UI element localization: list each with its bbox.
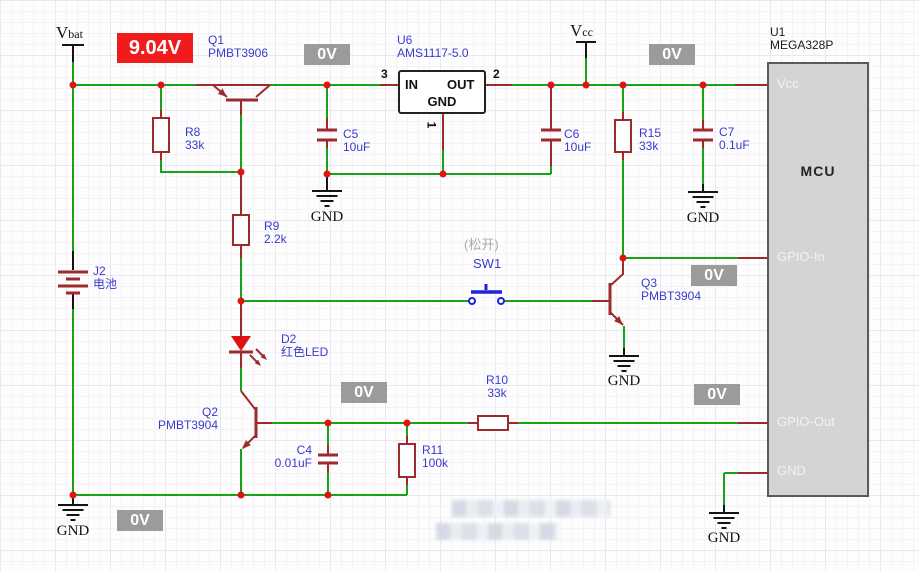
capacitor-C6[interactable]: [541, 85, 561, 166]
mcu-U1[interactable]: [735, 62, 869, 497]
voltage-probe-0v: 0V: [649, 44, 695, 65]
voltage-probe-vbat: 9.04V: [117, 33, 193, 63]
label-SW1-state: (松开): [464, 237, 499, 252]
transistor-Q1[interactable]: [196, 84, 271, 115]
watermark: [436, 523, 558, 540]
power-gnd-stubs: [62, 41, 725, 513]
watermark: [452, 500, 610, 517]
capacitor-C4[interactable]: [318, 445, 338, 473]
net-label-vcc: Vcc: [570, 21, 593, 40]
transistor-Q2[interactable]: [240, 390, 272, 449]
mcu-pin-gnd: GND: [777, 463, 806, 478]
u6-pin-in: IN: [405, 77, 418, 92]
gnd-label: GND: [686, 210, 720, 226]
gnd-label: GND: [310, 209, 344, 225]
net-wires: [72, 58, 738, 505]
label-SW1: SW1: [473, 256, 502, 271]
u6-pin-gnd: GND: [427, 94, 457, 109]
pushbutton-SW1[interactable]: [468, 284, 505, 305]
gnd-label: GND: [707, 530, 741, 546]
regulator-U6[interactable]: [380, 70, 512, 150]
resistor-R10[interactable]: [468, 415, 518, 431]
voltage-probe-0v: 0V: [691, 265, 737, 286]
mcu-pin-gpio-out: GPIO-Out: [777, 414, 835, 429]
u6-pin-number-2: 2: [493, 67, 500, 81]
u6-pin-number-3: 3: [381, 67, 388, 81]
voltage-probe-0v: 0V: [694, 384, 740, 405]
voltage-probe-0v: 0V: [341, 382, 387, 403]
mcu-pin-vcc: Vcc: [777, 76, 799, 91]
gnd-label: GND: [607, 373, 641, 389]
capacitor-C5[interactable]: [317, 118, 337, 148]
gnd-symbol: [58, 190, 739, 529]
net-label-vbat: Vbat: [56, 23, 83, 42]
transistor-Q3[interactable]: [592, 258, 624, 326]
led-D2[interactable]: [229, 303, 267, 368]
voltage-probe-0v: 0V: [304, 44, 350, 65]
u6-pin-number-1: 1: [424, 121, 439, 129]
u6-pin-out: OUT: [447, 77, 475, 92]
junction-dots: [69, 81, 707, 499]
mcu-body-label: MCU: [800, 163, 836, 179]
mcu-pin-gpio-in: GPIO-In: [777, 249, 825, 264]
battery-J2[interactable]: [58, 270, 88, 295]
gnd-label: GND: [56, 523, 90, 539]
resistor-R9[interactable]: [232, 174, 250, 258]
voltage-probe-0v: 0V: [117, 510, 163, 531]
capacitor-C7[interactable]: [693, 120, 713, 148]
resistor-R15[interactable]: [614, 112, 632, 160]
resistor-R11[interactable]: [398, 436, 416, 485]
resistor-R8[interactable]: [152, 110, 170, 160]
